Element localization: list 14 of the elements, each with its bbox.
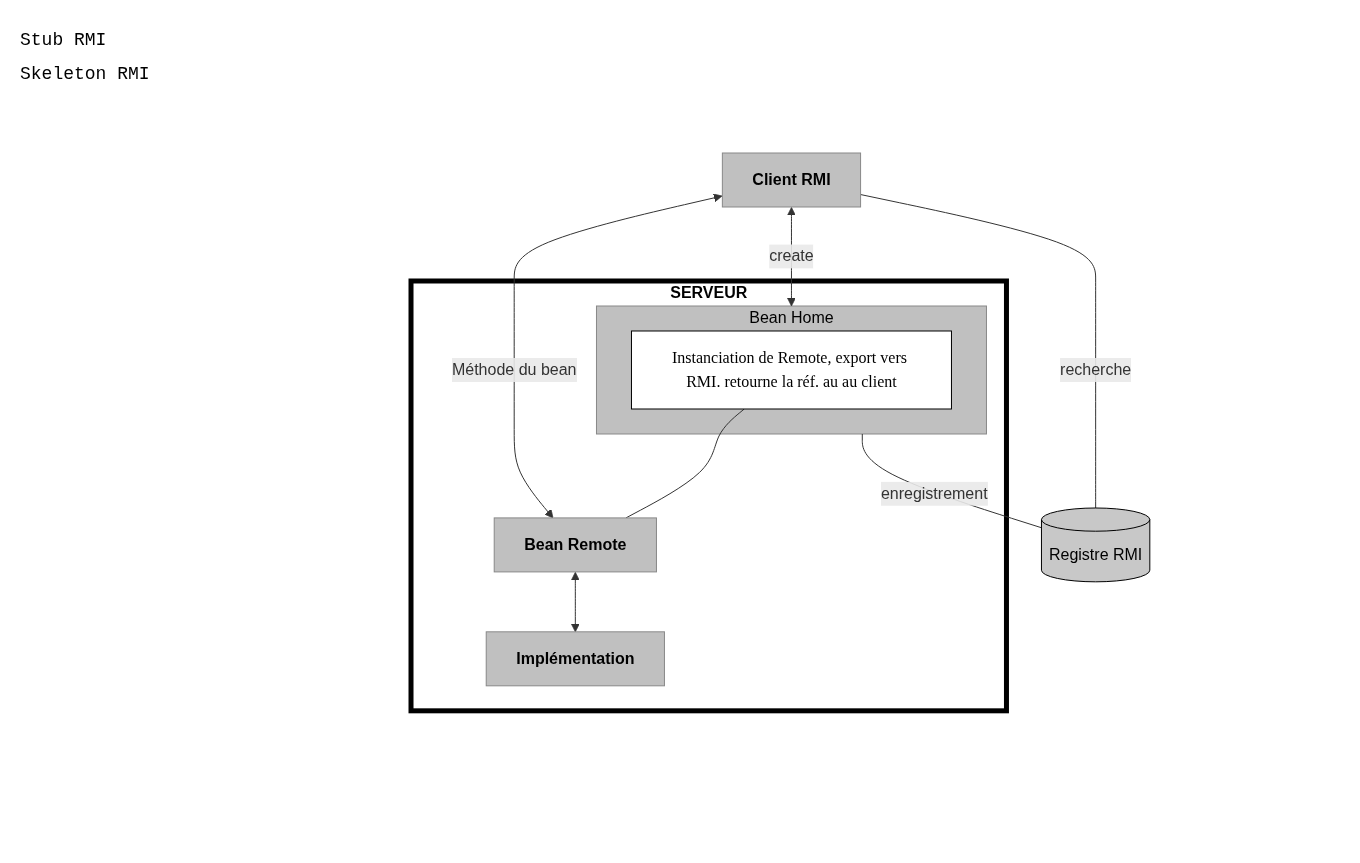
connector xyxy=(859,193,1096,509)
component-label: Stub RMI xyxy=(20,30,108,50)
node-box: Bean Remote xyxy=(493,517,657,572)
connector xyxy=(861,433,1042,528)
edge-label: enregistrement xyxy=(880,484,988,502)
node-box: Instanciation de Remote, export vers RMI. retourne la réf. au au client xyxy=(630,330,952,410)
edge-label: recherche xyxy=(1059,360,1131,378)
node-box: Implémentation xyxy=(485,630,665,686)
arrow xyxy=(570,571,580,632)
component-label: Skeleton RMI xyxy=(20,64,151,84)
edge-label: create xyxy=(768,247,814,265)
edge-label: Méthode du bean xyxy=(451,360,577,378)
arrow xyxy=(513,193,722,518)
node-box: Client RMI xyxy=(721,152,861,208)
